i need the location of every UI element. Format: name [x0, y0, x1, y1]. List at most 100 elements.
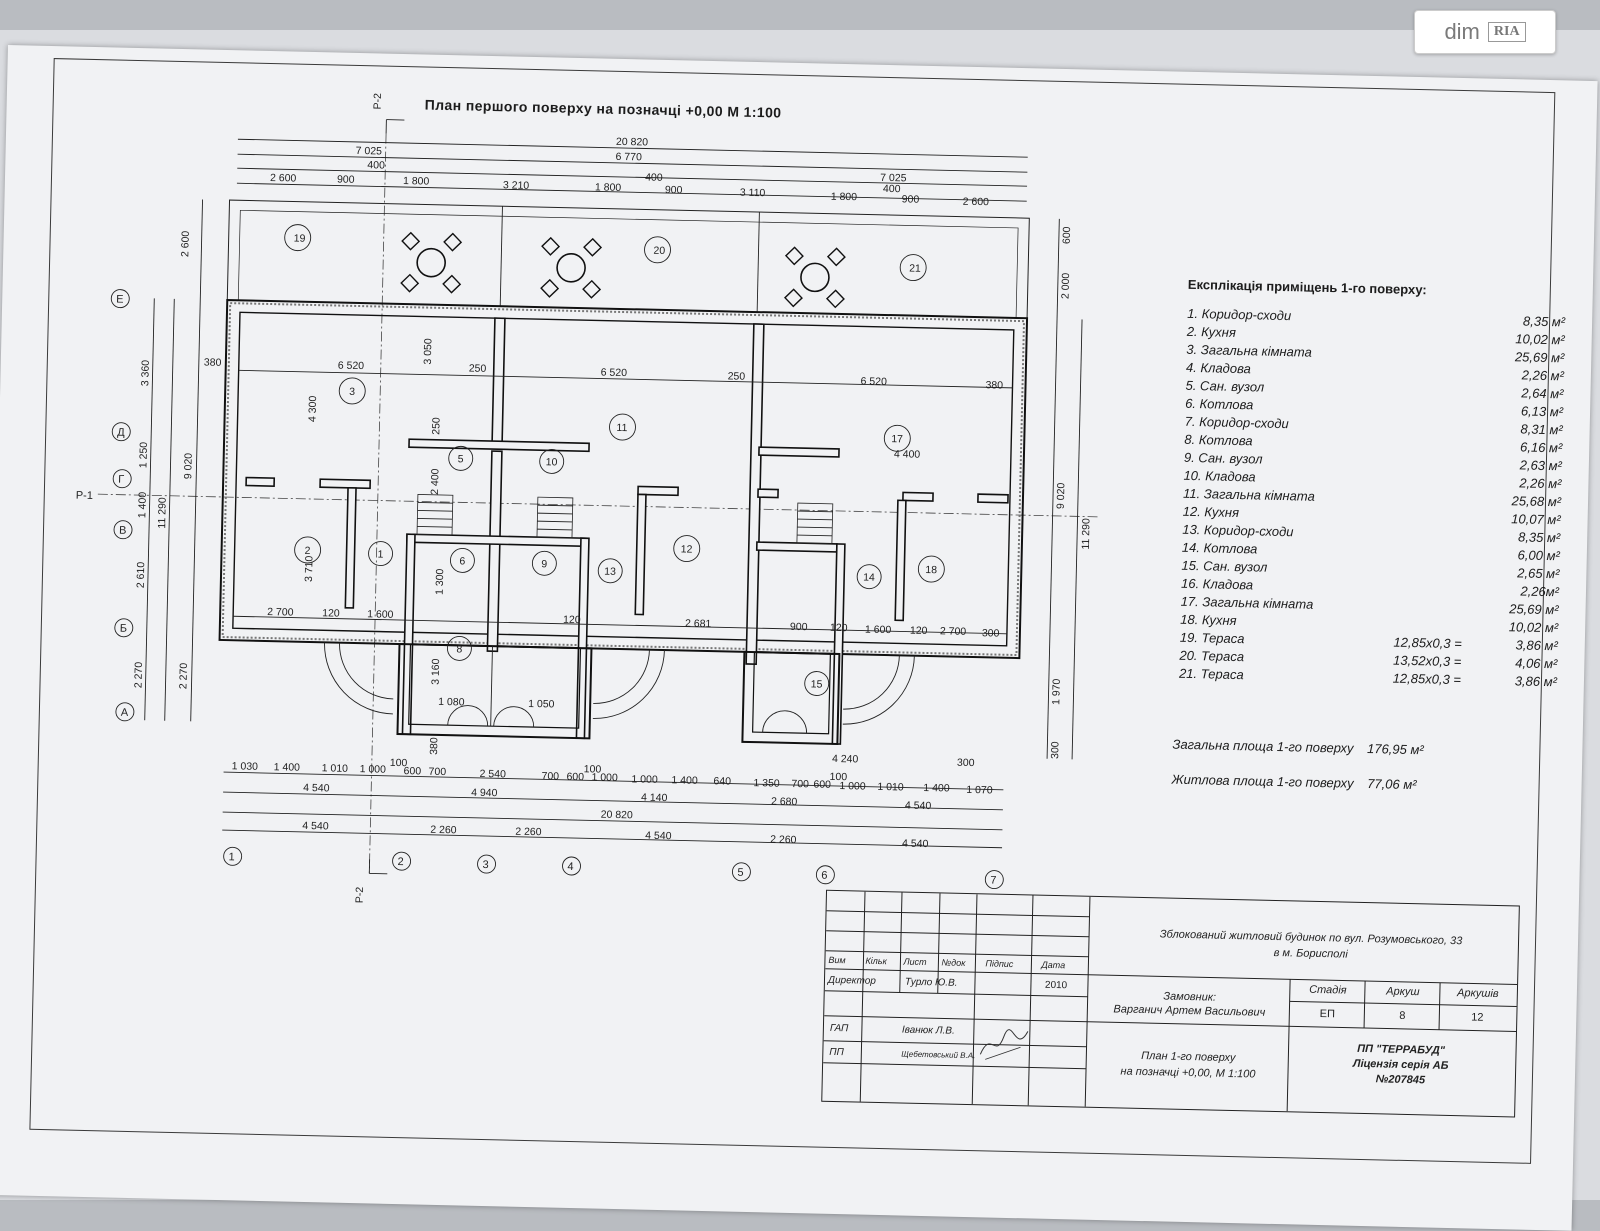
left-dim-2270-a: 2 270 — [132, 662, 145, 689]
bottom-dim-r1-2: 1 400 — [274, 761, 301, 774]
bottom-dim-r1-4: 1 000 — [360, 763, 387, 776]
stage-label: Стадія — [1295, 983, 1361, 996]
inner-dim-2700-right: 2 700 — [940, 625, 967, 638]
bottom-dim-r1-12: 1 000 — [591, 771, 618, 784]
bottom-dim-r1-1: 1 030 — [232, 760, 259, 773]
explication-area-calc: 12,85х0,3 = — [1349, 668, 1467, 689]
bottom-dim-r4-4: 4 540 — [645, 830, 672, 843]
bottom-dim-r1-13: 1 000 — [631, 773, 658, 786]
pp-name: Щебетовський В.А. — [901, 1050, 975, 1061]
inner-dim-380-right: 380 — [985, 379, 1003, 391]
bottom-dim-r1-8: 2 540 — [479, 768, 506, 781]
inner-dim-2700-left: 2 700 — [267, 606, 294, 619]
explication-room-area: 4,06 м² — [1467, 652, 1557, 672]
room-tag-17: 17 — [891, 433, 903, 445]
top-dim-seg-10: 2 600 — [963, 196, 990, 209]
terrace-zone — [227, 200, 1029, 318]
section-p2-label-bottom: Р-2 — [354, 887, 366, 904]
sheets-value: 12 — [1444, 1011, 1510, 1024]
room-tag-12: 12 — [681, 543, 693, 555]
director-label: Директор — [828, 975, 876, 987]
explication-room-area: 2,63 м² — [1472, 454, 1562, 474]
living-area-value: 77,06 м² — [1367, 776, 1417, 792]
floor-plan-drawing: Р-2 Р-2 Р-1 20 820 7 025 6 770 7 025 400… — [0, 45, 1108, 970]
explication-room-area: 10,02 м² — [1475, 328, 1565, 348]
axis-number-5: 5 — [737, 867, 743, 879]
bottom-dim-r2-1: 4 540 — [303, 782, 330, 795]
bottom-dim-r1-3: 1 010 — [322, 762, 349, 775]
left-dim-1250: 1 250 — [137, 442, 150, 469]
explication-room-area: 10,02 м² — [1468, 616, 1558, 636]
header-col-vym: Вим — [828, 955, 845, 965]
room-tag-8: 8 — [456, 643, 462, 655]
bottom-dim-r1-7: 700 — [428, 766, 446, 778]
top-dim-400-b: 400 — [645, 171, 663, 183]
bottom-dim-r4-6: 4 540 — [902, 837, 929, 850]
vestibule-block-right — [742, 652, 839, 744]
bottom-dim-r4-3: 2 260 — [515, 826, 542, 839]
inner-dim-300: 300 — [982, 627, 1000, 639]
inner-dim-3710: 3 710 — [303, 555, 316, 582]
inner-dim-room-width-1: 6 520 — [338, 360, 365, 373]
room-tag-10: 10 — [546, 456, 558, 468]
axis-letter-e: Е — [116, 294, 124, 306]
bottom-dim-r4-1: 4 540 — [302, 820, 329, 833]
axis-number-6: 6 — [821, 870, 827, 882]
section-p1-line — [98, 494, 1108, 517]
bottom-dimension-lines: 4 240 300 1 030 1 400 1 010 1 000 100 60… — [222, 739, 1004, 852]
outdoor-table-3 — [785, 247, 845, 307]
bottom-dim-r1-9: 700 — [541, 770, 559, 782]
stairs-right — [797, 503, 833, 544]
inner-dim-3050: 3 050 — [422, 338, 435, 365]
room-tag-15: 15 — [811, 678, 823, 690]
top-dim-seg-7: 3 110 — [740, 187, 766, 200]
inner-dim-380-bottom: 380 — [428, 737, 440, 755]
left-dimension-column: 2 600 3 360 1 250 1 400 2 610 2 270 2 27… — [132, 198, 203, 721]
inner-dim-120-d: 120 — [910, 625, 928, 637]
room-tag-13: 13 — [604, 566, 616, 578]
explication-room-area: 6,13 м² — [1473, 400, 1563, 420]
inner-dim-4400: 4 400 — [894, 448, 921, 461]
top-dim-400-a: 400 — [367, 159, 385, 171]
axis-letter-b: Б — [120, 623, 127, 635]
section-p2-bottom: Р-2 — [354, 859, 388, 904]
bottom-dim-r1-16: 1 350 — [753, 777, 780, 790]
room-tag-5: 5 — [458, 453, 464, 465]
explication-room-area: 2,26м² — [1469, 580, 1559, 600]
top-dim-seg-3: 1 800 — [403, 175, 430, 188]
explication-room-area: 25,69 м² — [1468, 598, 1558, 618]
axis-numbers: 1 2 3 4 5 6 7 — [223, 847, 1003, 889]
bottom-dim-r4-5: 2 260 — [770, 833, 797, 846]
section-p2-line — [369, 134, 386, 874]
stairs-left — [417, 494, 453, 535]
header-col-data: Дата — [1041, 960, 1065, 971]
inner-dim-2400: 2 400 — [429, 468, 442, 495]
left-dim-1400: 1 400 — [136, 492, 149, 519]
bottom-dim-r1-22: 1 400 — [923, 782, 950, 795]
inner-dim-1600-b: 1 600 — [865, 624, 892, 637]
inner-dim-1050: 1 050 — [528, 698, 555, 711]
gap-label: ГАП — [830, 1023, 849, 1034]
inner-dim-4300: 4 300 — [307, 395, 320, 422]
inner-dim-900: 900 — [790, 621, 808, 633]
top-dim-overall: 20 820 — [616, 136, 649, 149]
dimria-watermark: dim RIA — [1414, 10, 1556, 54]
inner-dim-250: 250 — [430, 417, 442, 435]
bottom-dim-r2-2: 4 940 — [471, 787, 498, 800]
left-dim-2610: 2 610 — [135, 562, 148, 589]
room-tag-19: 19 — [294, 233, 306, 245]
axis-letter-d: Д — [117, 427, 125, 439]
inner-dim-room-width-2: 6 520 — [601, 367, 628, 380]
explication-room-area: 2,64 м² — [1473, 382, 1563, 402]
bottom-dim-r1-17: 700 — [791, 778, 809, 790]
header-col-lyst: Лист — [903, 957, 926, 968]
left-dim-2270-b: 2 270 — [177, 663, 190, 690]
header-col-ndoc: №док — [941, 957, 965, 968]
right-dimension-column: 600 2 000 9 020 11 290 1 970 300 — [1047, 219, 1099, 760]
bottom-dim-r2-4: 2 680 — [771, 796, 798, 809]
inner-dim-room-width-3: 6 520 — [860, 375, 887, 388]
explication-room-area: 3,86 м² — [1468, 634, 1558, 654]
header-col-pidpys: Підпис — [985, 958, 1013, 969]
axis-letter-a: А — [121, 707, 129, 719]
bottom-dim-300: 300 — [957, 757, 975, 769]
